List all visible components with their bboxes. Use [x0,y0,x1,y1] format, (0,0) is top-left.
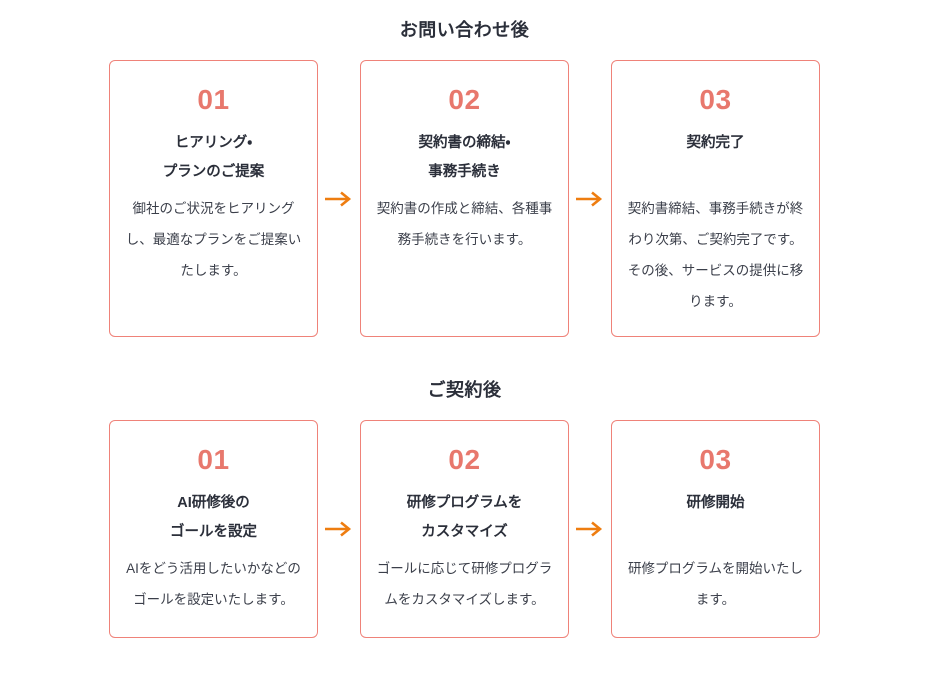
step-description: 契約書締結、事務手続きが終わり次第、ご契約完了です。その後、サービスの提供に移り… [627,201,804,309]
step-title: 研修プログラムを カスタマイズ [375,489,554,547]
step-card-5: 02 研修プログラムを カスタマイズ ゴールに応じて研修プログラムをカスタマイズ… [360,420,569,638]
step-title-line-1: 契約書の締結・ [418,135,511,151]
step-title-line-1: 研修開始 [686,495,745,511]
step-title-line-1: AI研修後の [177,495,250,511]
step-card-4: 01 AI研修後の ゴールを設定 AIをどう活用したいかなどのゴールを設定いたし… [109,420,318,638]
step-number: 02 [448,84,481,115]
step-description: AIをどう活用したいかなどのゴールを設定いたします。 [126,561,301,607]
step-card-2: 02 契約書の締結・ 事務手続き 契約書の作成と締結、各種事務手続きを行います。 [360,60,569,337]
step-title-line-2: 事務手続き [428,164,501,180]
section-after-inquiry: お問い合わせ後 01 ヒアリング・ プランのご提案 御社のご状況をヒアリングし、… [0,18,929,337]
step-card-1: 01 ヒアリング・ プランのご提案 御社のご状況をヒアリングし、最適なプランをご… [109,60,318,337]
step-number: 03 [699,84,732,115]
step-number: 03 [699,444,732,475]
arrow-right-icon [576,521,603,537]
step-title-line-1: ヒアリング・ [174,135,253,151]
cards-row-after-inquiry: 01 ヒアリング・ プランのご提案 御社のご状況をヒアリングし、最適なプランをご… [0,60,929,337]
step-description: 研修プログラムを開始いたします。 [627,561,804,607]
step-card-6: 03 研修開始 研修プログラムを開始いたします。 [611,420,820,638]
arrow-connector-4 [569,420,611,638]
step-number: 01 [197,444,230,475]
step-description: 御社のご状況をヒアリングし、最適なプランをご提案いたします。 [125,201,302,278]
arrow-right-icon [325,521,352,537]
step-title-line-2: カスタマイズ [421,524,508,540]
arrow-right-icon [576,190,603,207]
arrow-right-icon [325,190,352,207]
section-after-contract: ご契約後 01 AI研修後の ゴールを設定 AIをどう活用したいかなどのゴールを… [0,378,929,638]
step-title: ヒアリング・ プランのご提案 [124,129,303,187]
section-title-after-contract: ご契約後 [427,380,502,400]
step-title: 契約書の締結・ 事務手続き [375,129,554,187]
step-title: AI研修後の ゴールを設定 [124,489,303,547]
step-title: 契約完了 [626,129,805,187]
step-title-line-1: 契約完了 [686,135,745,151]
step-card-3: 03 契約完了 契約書締結、事務手続きが終わり次第、ご契約完了です。その後、サー… [611,60,820,337]
step-number: 02 [448,444,481,475]
step-title-line-2: プランのご提案 [162,164,265,180]
section-title-after-inquiry: お問い合わせ後 [399,20,530,40]
step-description: ゴールに応じて研修プログラムをカスタマイズします。 [376,561,553,607]
step-title: 研修開始 [626,489,805,547]
step-title-line-2: ゴールを設定 [170,524,257,540]
arrow-connector-3 [318,420,360,638]
cards-row-after-contract: 01 AI研修後の ゴールを設定 AIをどう活用したいかなどのゴールを設定いたし… [0,420,929,638]
arrow-connector-1 [318,60,360,337]
arrow-connector-2 [569,60,611,337]
step-description: 契約書の作成と締結、各種事務手続きを行います。 [376,201,553,247]
step-number: 01 [197,84,230,115]
step-title-line-1: 研修プログラムを [406,495,523,511]
